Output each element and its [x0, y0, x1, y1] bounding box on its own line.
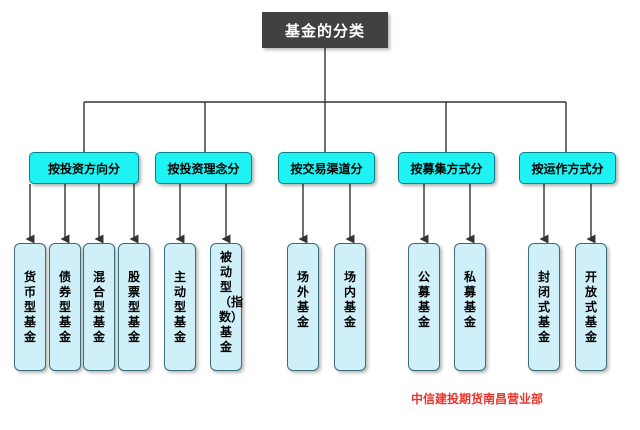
leaf-label: 主动型基金: [173, 270, 186, 344]
leaf-label: 混合型基金: [92, 270, 105, 344]
root-title-label: 基金的分类: [284, 21, 365, 40]
leaf-box-open-end-fund[interactable]: 开放式基金: [575, 243, 607, 371]
watermark-text: 中信建投期货南昌营业部: [411, 392, 544, 406]
leaf-label: 私募基金: [463, 270, 476, 329]
category-box-raising-method[interactable]: 按募集方式分: [398, 152, 495, 184]
category-box-investment-direction[interactable]: 按投资方向分: [29, 152, 139, 184]
leaf-box-public-offering-fund[interactable]: 公募基金: [408, 243, 440, 371]
category-box-investment-philosophy[interactable]: 按投资理念分: [155, 152, 252, 184]
root-title-box: 基金的分类: [262, 12, 388, 48]
leaf-label: 开放式基金: [584, 270, 597, 344]
leaf-label: 股票型基金: [127, 270, 140, 344]
category-label: 按投资理念分: [167, 161, 240, 176]
category-box-trading-channel[interactable]: 按交易渠道分: [278, 152, 375, 184]
leaf-label: 场外基金: [296, 270, 309, 329]
category-label: 按运作方式分: [531, 161, 604, 176]
leaf-label: 被动型（指数）基金: [219, 250, 244, 354]
leaf-label: 公募基金: [417, 270, 430, 329]
leaf-box-bond-fund[interactable]: 债券型基金: [49, 243, 81, 371]
category-label: 按交易渠道分: [290, 161, 363, 176]
leaf-box-equity-fund[interactable]: 股票型基金: [118, 243, 150, 371]
leaf-box-exchange-traded-fund[interactable]: 场内基金: [334, 243, 366, 371]
category-label: 按投资方向分: [47, 161, 120, 176]
leaf-box-active-fund[interactable]: 主动型基金: [164, 243, 196, 371]
leaf-box-closed-end-fund[interactable]: 封闭式基金: [528, 243, 560, 371]
leaf-box-passive-index-fund[interactable]: 被动型（指数）基金: [210, 243, 244, 371]
leaf-box-hybrid-fund[interactable]: 混合型基金: [83, 243, 115, 371]
leaf-label: 场内基金: [343, 270, 356, 329]
leaf-label: 封闭式基金: [537, 270, 550, 344]
leaf-label: 货币型基金: [23, 270, 36, 344]
leaf-label: 债券型基金: [58, 270, 71, 344]
category-box-operation-method[interactable]: 按运作方式分: [519, 152, 616, 184]
leaf-box-private-offering-fund[interactable]: 私募基金: [454, 243, 486, 371]
category-label: 按募集方式分: [410, 161, 483, 176]
leaf-box-otc-fund[interactable]: 场外基金: [287, 243, 319, 371]
leaf-box-money-market-fund[interactable]: 货币型基金: [14, 243, 46, 371]
